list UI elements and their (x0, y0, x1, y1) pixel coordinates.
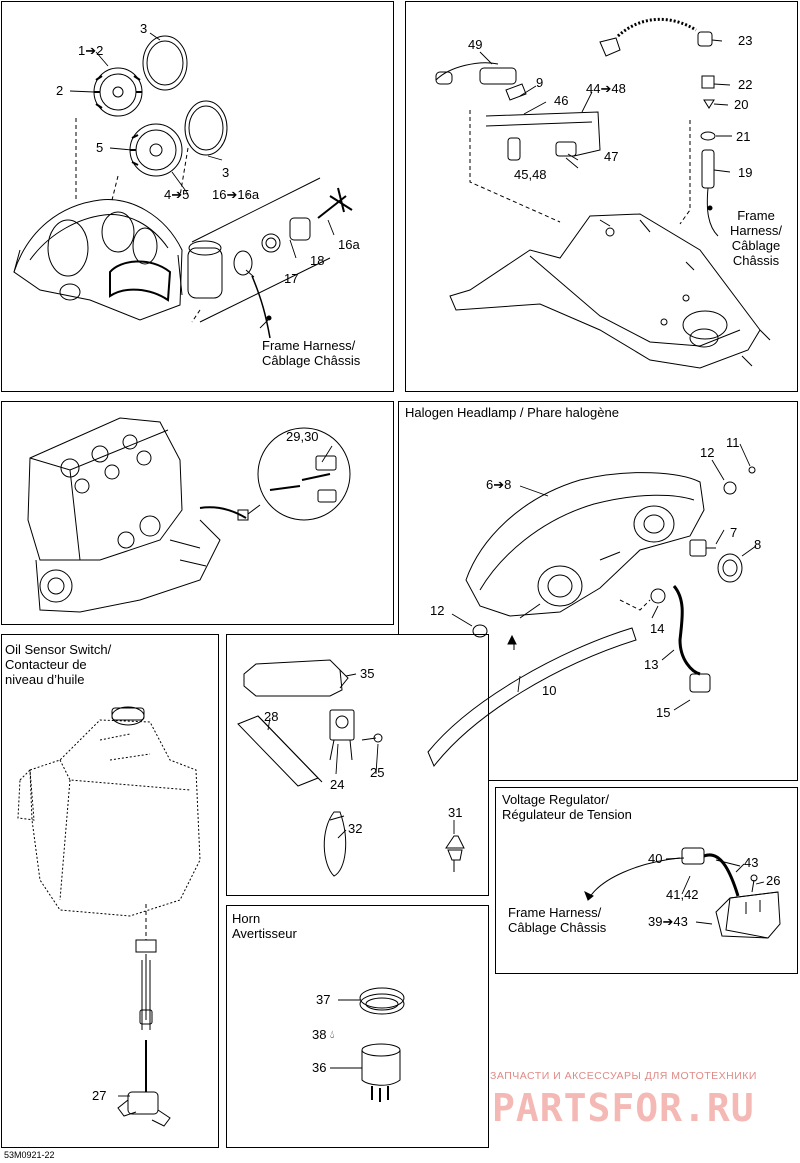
drawing-code: 53M0921-22 (4, 1150, 55, 1160)
callout-label: 31 (448, 805, 463, 820)
watermark-caption: ЗАПЧАСТИ И АКСЕССУАРЫ ДЛЯ МОТОТЕХНИКИ (490, 1070, 757, 1082)
callout-label: 3 (222, 165, 230, 180)
callout-label: 36 (312, 1060, 327, 1075)
callout-label: 6➔8 (486, 477, 512, 492)
callout-label: 25 (370, 765, 385, 780)
headlamp-drawing (428, 467, 755, 766)
callout-label: 32 (348, 821, 363, 836)
callout-label: 12 (430, 603, 445, 618)
engine-drawing (28, 418, 350, 612)
callout-label: 38 (312, 1027, 327, 1042)
callout-label: 5 (96, 140, 104, 155)
callout-label: 45,48 (514, 167, 547, 182)
misc-parts-drawing (238, 660, 464, 876)
drop-icon: 💧︎ (330, 1029, 335, 1041)
callout-label: 21 (736, 129, 751, 144)
steering-harness-note: Frame Harness/ Câblage Châssis (730, 208, 783, 268)
callout-label: 46 (554, 93, 569, 108)
callout-label: 16a (338, 237, 360, 252)
steering-sensor-drawing (436, 19, 770, 368)
callout-label: 27 (92, 1088, 107, 1103)
oil-tank-drawing (18, 720, 200, 916)
callout-label: 4➔5 (164, 187, 190, 202)
callout-label: 26 (766, 873, 781, 888)
callout-label: 41,42 (666, 887, 699, 902)
horn-panel-title: Horn Avertisseur (232, 911, 297, 941)
panel-voltage-regulator (495, 787, 798, 974)
panel-parts (226, 634, 489, 896)
voltage-regulator-panel-title: Voltage Regulator/ Régulateur de Tension (502, 792, 632, 822)
callout-label: 7 (730, 525, 738, 540)
callout-label: 40 (648, 851, 663, 866)
callout-label: 44➔48 (586, 81, 626, 96)
panel-horn (226, 905, 489, 1148)
callout-label: 18 (310, 253, 325, 268)
callout-label: 22 (738, 77, 753, 92)
callout-label: 39➔43 (648, 914, 688, 929)
callout-label: 12 (700, 445, 715, 460)
callout-label: 29,30 (286, 429, 319, 444)
panel-gauges (1, 1, 394, 392)
callout-label: 47 (604, 149, 619, 164)
callout-label: 20 (734, 97, 749, 112)
callout-label: 13 (644, 657, 659, 672)
callout-label: 24 (330, 777, 345, 792)
callout-label: 2 (56, 83, 64, 98)
callout-label: 9 (536, 75, 544, 90)
gauge-cluster-drawing (14, 36, 352, 338)
headlamp-panel-title: Halogen Headlamp / Phare halogène (405, 405, 619, 420)
callout-label: 11 (726, 435, 740, 450)
panel-oil-sensor (1, 634, 219, 1148)
callout-label: 10 (542, 683, 557, 698)
gauge-harness-note: Frame Harness/ Câblage Châssis (262, 338, 361, 368)
horn-drawing (360, 988, 404, 1102)
callout-label: 8 (754, 537, 762, 552)
callout-label: 3 (140, 21, 148, 36)
callout-leaders (70, 33, 764, 1096)
callout-label: 16➔16a (212, 187, 260, 202)
oil-sensor-drawing (112, 707, 170, 1126)
callout-label: 15 (656, 705, 671, 720)
callout-label: 43 (744, 855, 759, 870)
watermark-brand: PARTSFOR.RU (492, 1086, 755, 1130)
callout-label: 49 (468, 37, 483, 52)
oil-sensor-panel-title: Oil Sensor Switch/ Contacteur de niveau … (5, 642, 112, 687)
callout-label: 14 (650, 621, 665, 636)
callout-label: 23 (738, 33, 753, 48)
regulator-harness-note: Frame Harness/ Câblage Châssis (508, 905, 607, 935)
callout-label: 35 (360, 666, 375, 681)
panel-steering-sensor (405, 1, 798, 392)
callout-label: 19 (738, 165, 753, 180)
callout-label: 1➔2 (78, 43, 104, 58)
voltage-regulator-drawing (585, 848, 780, 938)
callout-label: 28 (264, 709, 279, 724)
callout-label: 17 (284, 271, 299, 286)
callout-label: 37 (316, 992, 331, 1007)
